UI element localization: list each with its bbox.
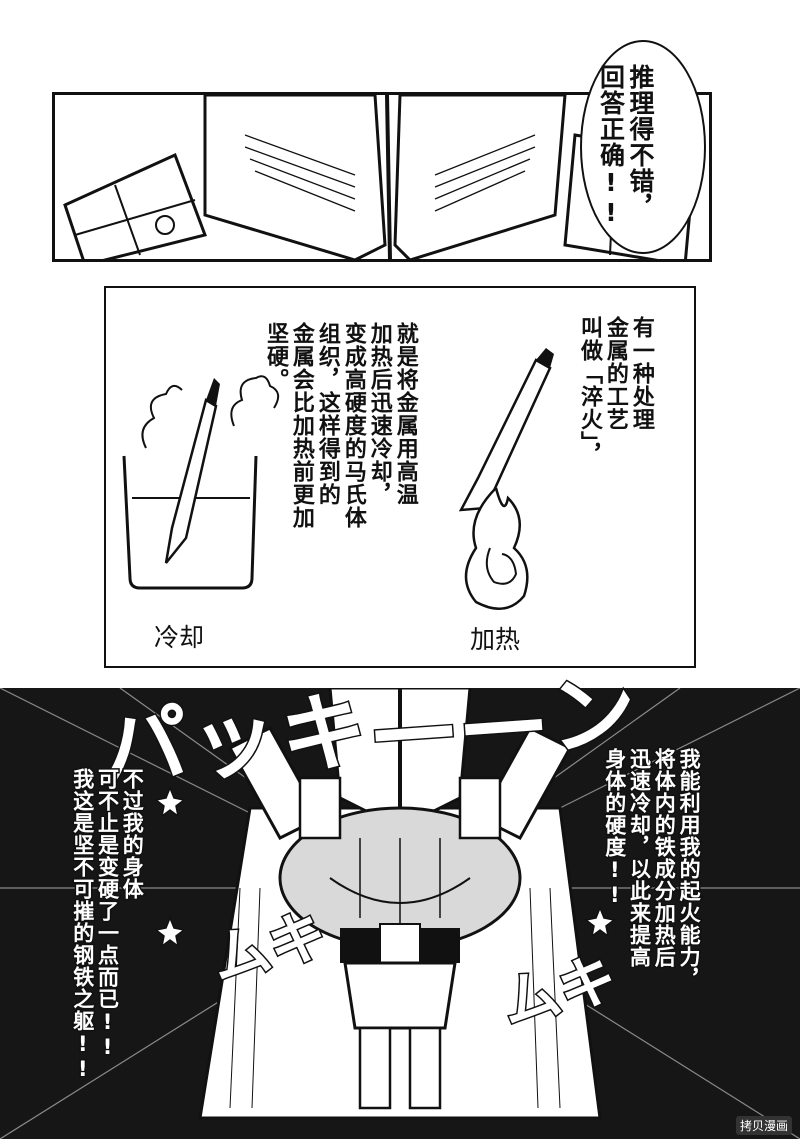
fire-ability-dialogue: 我能利用我的起火能力， 将体内的铁成分加热后 迅速冷却，以此来提高 身体的硬度!…	[601, 747, 703, 1048]
text-line: 我这是坚不可摧的钢铁之躯!!	[69, 767, 96, 1084]
text-line: 我能利用我的起火能力，	[676, 747, 703, 992]
label-heating: 加热	[470, 625, 521, 654]
steel-body-dialogue: 不过我的身体 可不止是变硬了一点而已!! 我这是坚不可摧的钢铁之躯!!	[69, 767, 146, 1128]
speech-line: 回答正确!!	[596, 64, 626, 228]
panel-quenching-explanation	[104, 286, 696, 668]
text-line: 坚硬。	[262, 322, 288, 391]
site-watermark: 拷贝漫画	[735, 1116, 792, 1135]
speech-line: 推理得不错，	[626, 64, 655, 220]
text-line: 可不止是变硬了一点而已!!	[94, 767, 121, 1062]
text-line: 迅速冷却，以此来提高	[626, 747, 653, 970]
label-cooling: 冷却	[154, 623, 205, 652]
armored-character-drawing	[0, 688, 800, 1139]
text-line: 就是将金属用高温	[392, 322, 418, 506]
text-line: 金属会比加热前更加	[288, 322, 314, 529]
text-line: 叫做「淬火」，	[576, 316, 602, 466]
text-line: 身体的硬度!!	[601, 747, 628, 910]
text-line: 组织，这样得到的	[314, 322, 340, 506]
panel-steel-body	[0, 688, 800, 1139]
text-line: 不过我的身体	[119, 767, 146, 902]
quench-definition-text: 有一种处理 金属的工艺 叫做「淬火」，	[576, 316, 654, 506]
quenching-illustration	[122, 348, 554, 610]
text-line: 有一种处理	[628, 316, 654, 431]
speech-bubble	[580, 40, 706, 254]
text-line: 加热后迅速冷却，	[366, 322, 392, 506]
text-line: 变成高硬度的马氏体	[340, 322, 366, 529]
text-line: 金属的工艺	[602, 316, 628, 431]
speech-bubble-text: 推理得不错， 回答正确!!	[596, 64, 656, 234]
quench-explanation-text: 就是将金属用高温 加热后迅速冷却， 变成高硬度的马氏体 组织，这样得到的 金属会…	[262, 322, 418, 582]
text-line: 将体内的铁成分加热后	[651, 747, 678, 970]
